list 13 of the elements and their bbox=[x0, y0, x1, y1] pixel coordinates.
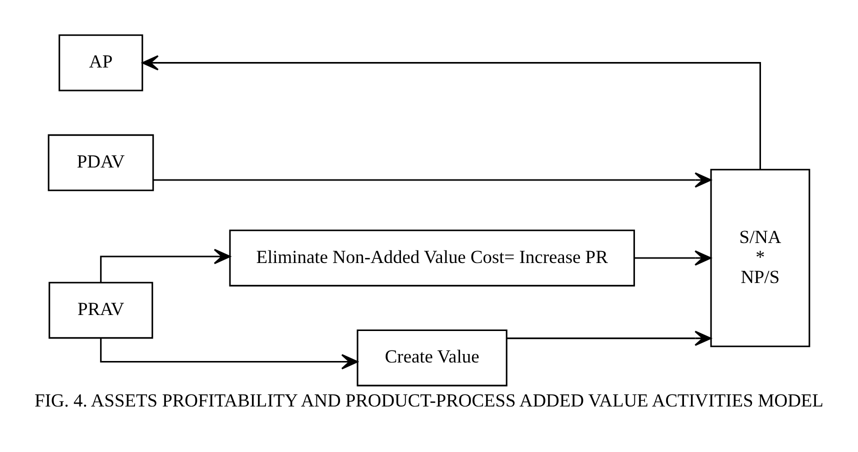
node-box: PRAV bbox=[48, 281, 154, 338]
node-box: S/NA * NP/S bbox=[710, 168, 810, 347]
caption: FIG. 4. ASSETS PROFITABILITY AND PRODUCT-PROCESS ADDED VALUE ACTIVITIES MODEL bbox=[34, 390, 824, 410]
node-box: Eliminate Non-Added Value Cost= Increase PR bbox=[229, 229, 635, 286]
arrow bbox=[153, 172, 712, 188]
arrow bbox=[142, 54, 761, 170]
arrow bbox=[506, 330, 712, 346]
arrow bbox=[100, 338, 358, 369]
arrow bbox=[634, 250, 712, 266]
arrow bbox=[100, 248, 231, 282]
node-box: PDAV bbox=[48, 134, 154, 191]
node-box: AP bbox=[58, 34, 144, 91]
node-box: Create Value bbox=[356, 328, 508, 386]
